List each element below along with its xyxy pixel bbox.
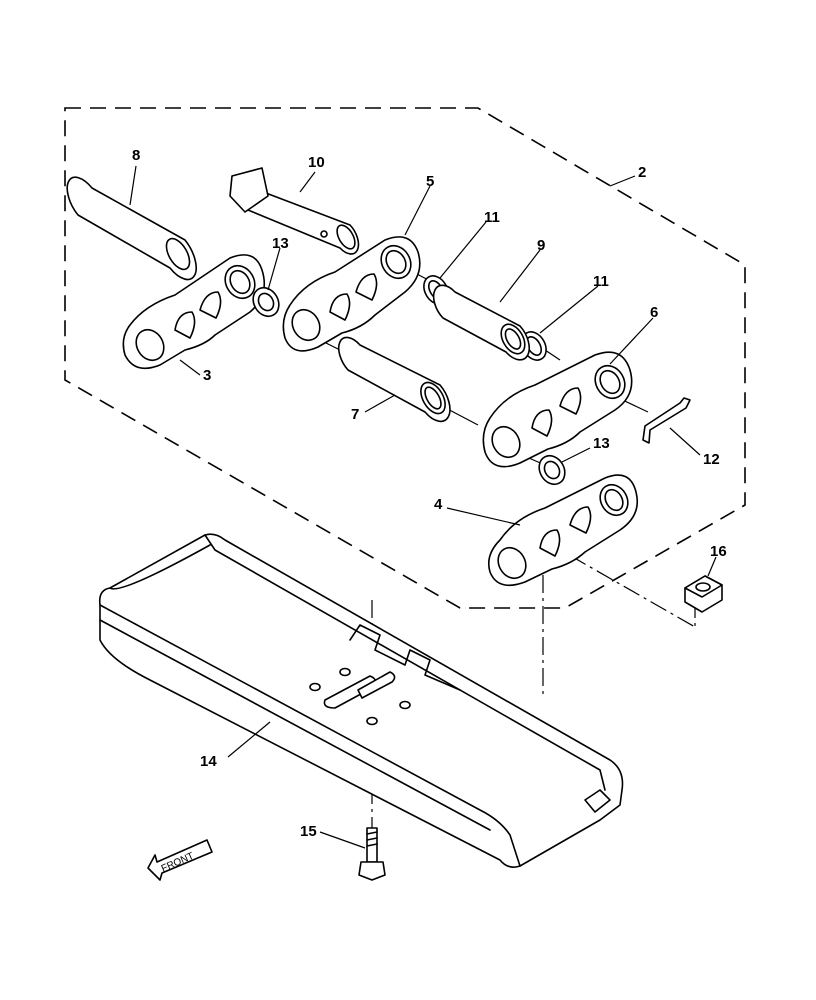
link-plate-6	[482, 351, 633, 468]
link-plate-5	[282, 236, 421, 352]
callout-16: 16	[710, 543, 727, 560]
assembly-boundary	[64, 107, 746, 609]
link-plate-3	[122, 254, 266, 370]
washer-13-lower	[538, 454, 566, 486]
link-plate-4	[487, 474, 639, 587]
callout-11-lower: 11	[593, 273, 609, 290]
leader-lines	[129, 165, 717, 849]
callout-13-upper: 13	[272, 235, 289, 252]
pin-8	[66, 176, 197, 281]
callout-7: 7	[351, 406, 359, 423]
pin-10	[229, 167, 360, 255]
callout-9: 9	[537, 237, 545, 254]
bolt-15	[358, 827, 386, 881]
callout-13-lower: 13	[593, 435, 610, 452]
bushing-9	[432, 284, 530, 361]
callout-10: 10	[308, 154, 325, 171]
callout-11-upper: 11	[484, 209, 500, 226]
bushing-7	[337, 336, 451, 423]
callout-15: 15	[300, 823, 317, 840]
callout-14: 14	[200, 753, 217, 770]
callout-2: 2	[638, 164, 646, 181]
callout-numbers: 8 10 5 2 11 9 13 11 6 3 7 12 13 4 16 14 …	[132, 147, 727, 840]
callout-6: 6	[650, 304, 658, 321]
callout-3: 3	[203, 367, 211, 384]
front-arrow-icon: FRONT	[147, 839, 213, 881]
callout-5: 5	[426, 173, 434, 190]
track-shoe-14	[98, 533, 624, 868]
callout-4: 4	[434, 496, 443, 513]
nut-16	[684, 575, 723, 613]
callout-8: 8	[132, 147, 140, 164]
bent-pin-12	[642, 397, 691, 444]
callout-12: 12	[703, 451, 720, 468]
washer-13-upper	[252, 286, 280, 318]
